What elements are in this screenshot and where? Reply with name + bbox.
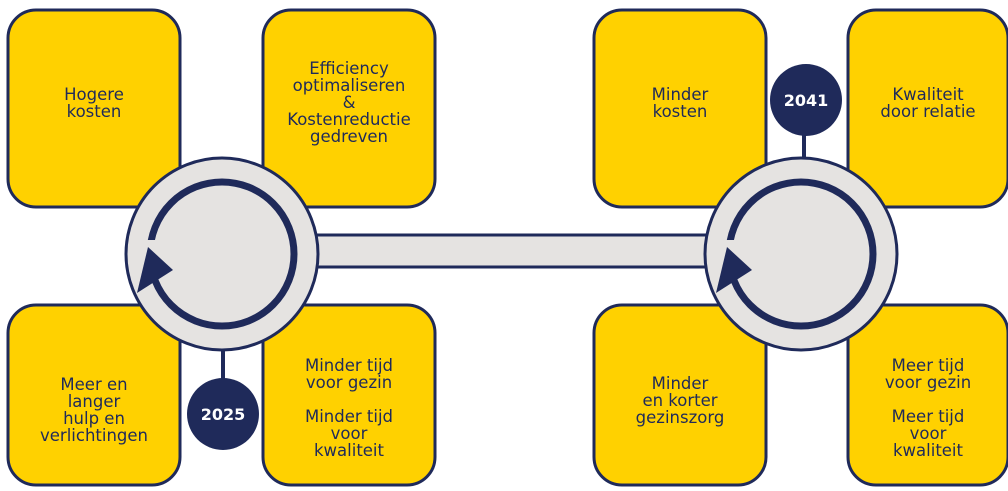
- label-right-top-left: Minder kosten: [651, 84, 709, 121]
- label-left-bottom-left: Meer en langer hulp en verlichtingen: [40, 375, 148, 445]
- year-badge-left: [187, 378, 259, 450]
- label-left-bottom-right: Minder tijd voor gezin Minder tijd voor …: [304, 356, 394, 460]
- label-right-top-right: Kwaliteit door relatie: [880, 84, 976, 121]
- label-left-top-right: Efficiency optimaliseren & Kostenreducti…: [287, 59, 411, 146]
- cycle-arrow-left-icon: [137, 247, 173, 293]
- cycle-arrow-right-icon: [716, 247, 752, 293]
- connector-bar: [298, 233, 732, 269]
- box-right-top-right: [846, 8, 1008, 209]
- box-left-top-right: [261, 8, 437, 209]
- box-right-bottom-left: [592, 303, 768, 487]
- label-right-bottom-right: Meer tijd voor gezin Meer tijd voor kwal…: [884, 356, 972, 460]
- year-badge-right: [770, 64, 842, 136]
- box-right-top-left: [592, 8, 768, 209]
- year-left: 2025: [200, 404, 246, 424]
- box-left-bottom-left: [6, 303, 182, 487]
- year-right: 2041: [783, 90, 829, 110]
- label-left-top-left: Hogere kosten: [64, 84, 124, 121]
- box-left-top-left: [6, 8, 182, 209]
- cycle-right: [703, 156, 899, 352]
- box-right-bottom-right: [846, 303, 1008, 487]
- box-left-bottom-right: [261, 303, 437, 487]
- label-right-bottom-left: Minder en korter gezinszorg: [635, 373, 725, 427]
